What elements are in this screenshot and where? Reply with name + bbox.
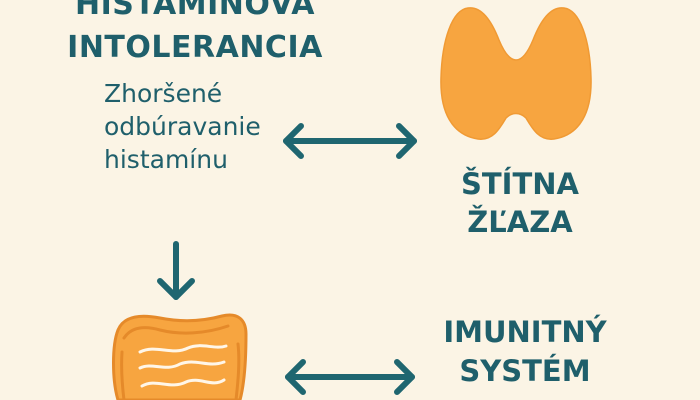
- immune-label-line-2: SYSTÉM: [459, 354, 591, 388]
- double-arrow-histamine-thyroid: [283, 123, 417, 159]
- intestine-icon: [112, 313, 248, 400]
- histamine-subtitle-line-2: odbúravanie: [104, 112, 261, 141]
- thyroid-label-line-2: ŽĽAZA: [467, 205, 573, 239]
- thyroid-icon: [440, 7, 592, 140]
- thyroid-label-line-1: ŠTÍTNA: [461, 167, 579, 201]
- histamine-subtitle-line-1: Zhoršené: [104, 79, 223, 108]
- histamine-subtitle-line-3: histamínu: [104, 145, 228, 174]
- double-arrow-intestine-immune: [285, 359, 415, 395]
- histamine-title-line-1: HISTAMÍNOVÁ: [75, 0, 315, 22]
- down-arrow: [157, 241, 195, 300]
- histamine-title-line-2: INTOLERANCIA: [67, 30, 323, 65]
- immune-label-line-1: IMUNITNÝ: [443, 315, 607, 349]
